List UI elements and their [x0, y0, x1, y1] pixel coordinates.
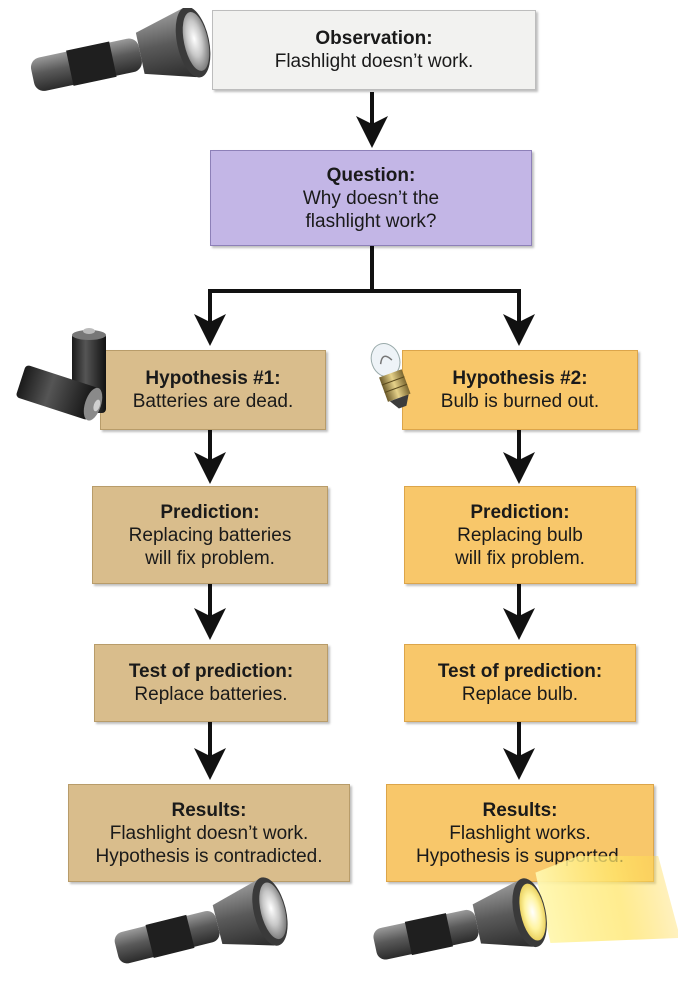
prediction-2-box: Prediction: Replacing bulb will fix prob…: [404, 486, 636, 584]
question-label: Question:: [326, 164, 416, 186]
test-1-text: Replace batteries.: [134, 684, 288, 705]
test-1-box: Test of prediction: Replace batteries.: [94, 644, 328, 722]
results-1-line-1: Flashlight doesn’t work.: [109, 822, 309, 844]
flashlight-on-icon: [373, 856, 678, 960]
question-box: Question: Why doesn’t the flashlight wor…: [210, 150, 532, 246]
test-2-label: Test of prediction:: [437, 661, 603, 682]
question-line-1: Why doesn’t the: [302, 187, 440, 209]
observation-label: Observation:: [315, 28, 433, 49]
observation-box: Observation: Flashlight doesn’t work.: [212, 10, 536, 90]
test-2-text: Replace bulb.: [461, 684, 579, 705]
flashlight-off-icon: [30, 8, 211, 91]
prediction-1-box: Prediction: Replacing batteries will fix…: [92, 486, 328, 584]
light-bulb-icon: [370, 343, 411, 409]
prediction-2-line-2: will fix problem.: [455, 547, 585, 569]
flashlight-off-icon: [114, 877, 288, 964]
results-2-label: Results:: [482, 799, 558, 821]
results-2-line-1: Flashlight works.: [449, 822, 591, 844]
hypothesis-1-box: Hypothesis #1: Batteries are dead.: [100, 350, 326, 430]
hypothesis-2-label: Hypothesis #2:: [452, 368, 588, 389]
hypothesis-1-label: Hypothesis #1:: [145, 368, 281, 389]
hypothesis-2-box: Hypothesis #2: Bulb is burned out.: [402, 350, 638, 430]
question-line-2: flashlight work?: [305, 210, 437, 232]
prediction-1-line-2: will fix problem.: [145, 547, 275, 569]
results-1-label: Results:: [171, 799, 247, 821]
batteries-icon: [16, 328, 106, 421]
hypothesis-1-text: Batteries are dead.: [132, 391, 294, 412]
results-1-line-2: Hypothesis is contradicted.: [95, 845, 323, 867]
results-1-box: Results: Flashlight doesn’t work. Hypoth…: [68, 784, 350, 882]
prediction-2-line-1: Replacing bulb: [457, 524, 583, 546]
test-1-label: Test of prediction:: [128, 661, 294, 682]
branch-connector: [210, 246, 374, 293]
observation-text: Flashlight doesn’t work.: [274, 51, 474, 72]
prediction-1-label: Prediction:: [160, 501, 260, 523]
hypothesis-2-text: Bulb is burned out.: [440, 391, 600, 412]
prediction-2-label: Prediction:: [470, 501, 570, 523]
test-2-box: Test of prediction: Replace bulb.: [404, 644, 636, 722]
prediction-1-line-1: Replacing batteries: [128, 524, 292, 546]
